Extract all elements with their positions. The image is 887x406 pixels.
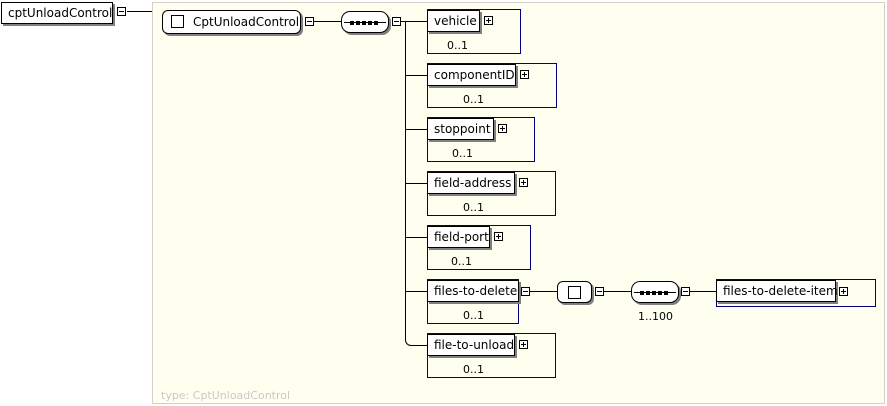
- stoppoint-expand-toggle[interactable]: [498, 124, 507, 133]
- nested-sequence-node[interactable]: [631, 281, 679, 303]
- branch-line-file-to-unload: [405, 332, 428, 346]
- complex-type-icon: [171, 15, 184, 28]
- branch-line-vehicle: [405, 21, 427, 22]
- branch-line-stoppoint: [405, 129, 427, 130]
- file-to-unload-expand-toggle[interactable]: [519, 340, 528, 349]
- root-element-box[interactable]: cptUnloadControl: [1, 2, 113, 24]
- vehicle-occurrence: 0..1: [447, 39, 468, 52]
- vehicle-expand-toggle[interactable]: [484, 16, 493, 25]
- nested-type-connector: [604, 291, 632, 292]
- files-to-delete-collapse-toggle[interactable]: [521, 287, 530, 296]
- branch-line-field-address: [405, 183, 427, 184]
- nested-type-node[interactable]: [557, 281, 592, 303]
- field-port-label: field-port: [434, 230, 489, 244]
- field-address-expand-toggle[interactable]: [519, 178, 528, 187]
- sequence-stub-line: [401, 21, 405, 22]
- type-node-collapse-toggle[interactable]: [305, 17, 314, 26]
- files-to-delete-connector: [530, 291, 558, 292]
- vehicle-element-box[interactable]: vehicle: [427, 10, 480, 32]
- files-to-delete-item-box[interactable]: files-to-delete-item: [716, 280, 838, 302]
- files-to-delete-item-expand-toggle[interactable]: [839, 287, 848, 296]
- type-caption: type: CptUnloadControl: [161, 389, 291, 402]
- nested-sequence-connector: [690, 291, 717, 292]
- nested-sequence-occurrence: 1..100: [638, 310, 673, 323]
- type-node-label: CptUnloadControl: [193, 15, 300, 29]
- stoppoint-element-box[interactable]: stoppoint: [427, 118, 494, 140]
- file-to-unload-element-box[interactable]: file-to-unload: [427, 334, 515, 356]
- nested-sequence-dots: [640, 291, 670, 295]
- sequence-trunk-line: [405, 21, 406, 339]
- field-address-label: field-address: [434, 176, 512, 190]
- complex-type-panel: type: CptUnloadControl: [152, 2, 885, 404]
- files-to-delete-element-box[interactable]: files-to-delete: [427, 280, 519, 302]
- type-node[interactable]: CptUnloadControl: [162, 10, 301, 34]
- branch-line-files-to-delete: [405, 291, 427, 292]
- sequence-collapse-toggle[interactable]: [392, 17, 401, 26]
- field-address-occurrence: 0..1: [463, 201, 484, 214]
- files-to-delete-label: files-to-delete: [434, 284, 518, 298]
- sequence-node[interactable]: [341, 11, 389, 33]
- nested-sequence-collapse-toggle[interactable]: [681, 287, 690, 296]
- stoppoint-label: stoppoint: [434, 122, 491, 136]
- files-to-delete-occurrence: 0..1: [463, 309, 484, 322]
- stoppoint-occurrence: 0..1: [452, 147, 473, 160]
- nested-complex-type-icon: [568, 286, 581, 299]
- componentid-label: componentID: [434, 68, 515, 82]
- componentid-element-box[interactable]: componentID: [427, 64, 516, 86]
- componentid-occurrence: 0..1: [463, 93, 484, 106]
- type-to-sequence-line: [314, 21, 342, 22]
- file-to-unload-occurrence: 0..1: [463, 363, 484, 376]
- file-to-unload-label: file-to-unload: [434, 338, 515, 352]
- branch-line-field-port: [405, 237, 427, 238]
- field-port-element-box[interactable]: field-port: [427, 226, 490, 248]
- root-connector-line: [127, 11, 163, 12]
- field-port-expand-toggle[interactable]: [494, 232, 503, 241]
- nested-type-collapse-toggle[interactable]: [595, 287, 604, 296]
- branch-line-componentid: [405, 75, 427, 76]
- files-to-delete-item-label: files-to-delete-item: [723, 284, 838, 298]
- vehicle-label: vehicle: [434, 14, 477, 28]
- sequence-dots: [350, 21, 380, 25]
- field-address-element-box[interactable]: field-address: [427, 172, 515, 194]
- root-collapse-toggle[interactable]: [117, 7, 126, 16]
- componentid-expand-toggle[interactable]: [520, 70, 529, 79]
- root-element-label: cptUnloadControl: [8, 6, 113, 20]
- field-port-occurrence: 0..1: [451, 255, 472, 268]
